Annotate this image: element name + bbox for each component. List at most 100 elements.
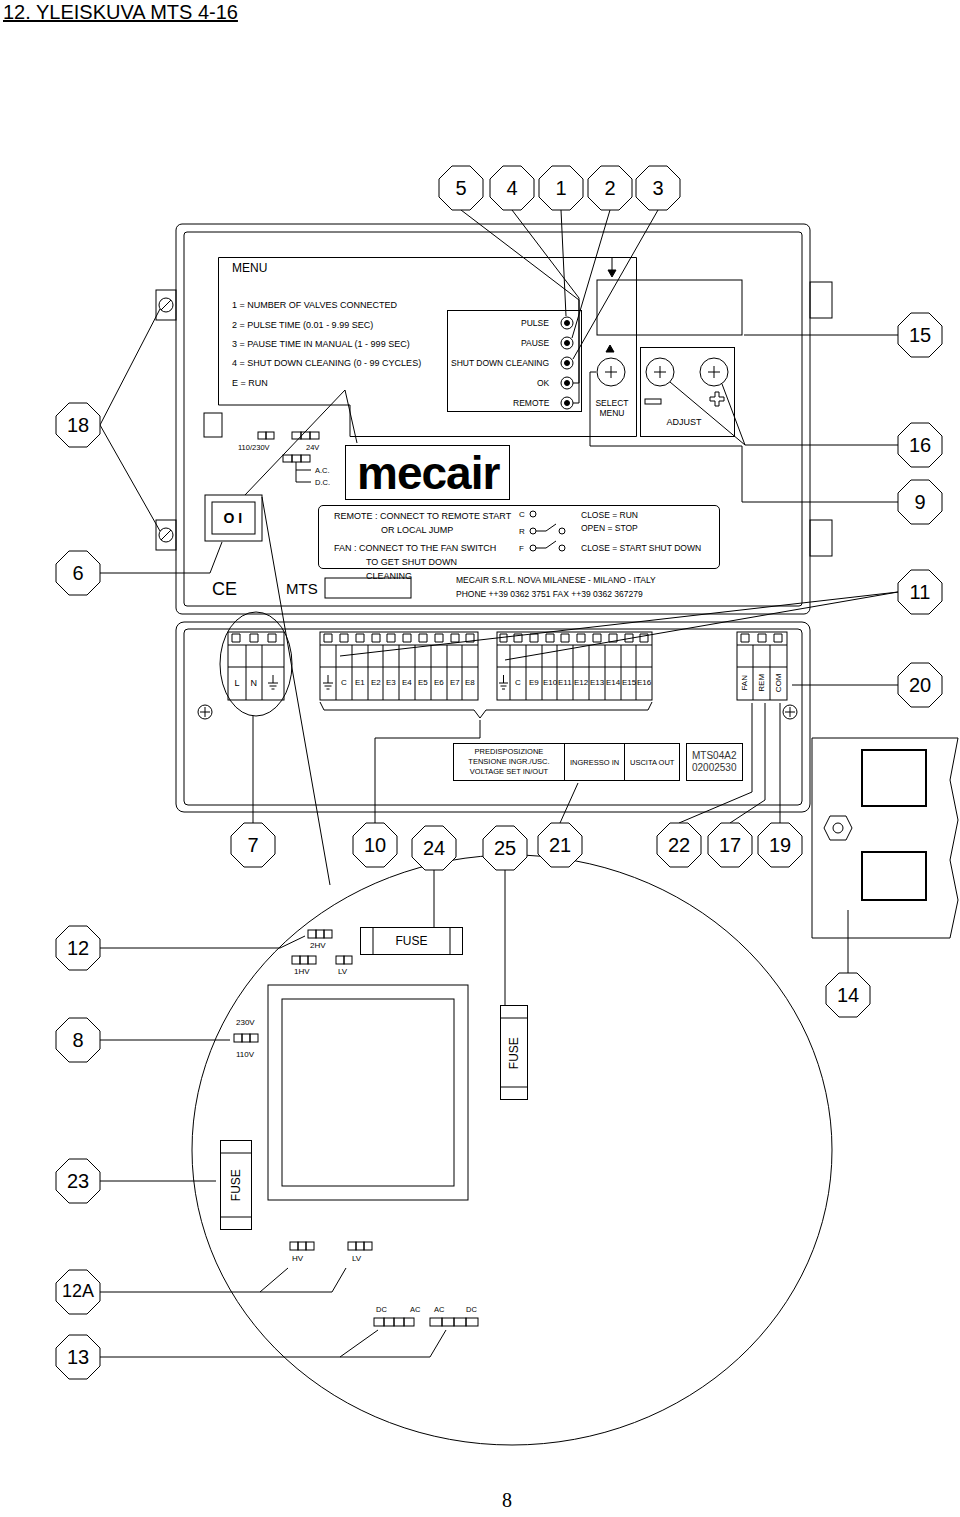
display-and-buttons <box>645 399 661 404</box>
callout-shape <box>412 826 456 870</box>
callout-shape <box>56 1018 100 1062</box>
callout-number: 12A <box>62 1281 94 1303</box>
instruction-text: REMOTE : CONNECT TO REMOTE START OR LOCA… <box>334 509 516 537</box>
zoom-circle <box>404 1318 414 1326</box>
housing <box>198 705 212 719</box>
callout-shape <box>539 166 583 210</box>
callout-number: 18 <box>67 413 89 437</box>
jumper-label: DC <box>376 1305 387 1314</box>
zoom-circle <box>336 956 344 964</box>
led-label: PULSE <box>521 318 549 328</box>
fuse: FUSE <box>220 1140 252 1230</box>
ground-symbol <box>499 675 508 689</box>
fuse: FUSE <box>360 927 463 955</box>
fuse-outline <box>373 928 450 954</box>
contact-symbol <box>530 545 536 551</box>
leader-line <box>780 703 781 823</box>
leader-line <box>679 703 752 823</box>
page-title: 12. YLEISKUVA MTS 4-16 <box>3 0 238 24</box>
housing <box>156 520 176 550</box>
terminal-label: REM <box>757 674 767 692</box>
jumper <box>301 455 310 462</box>
housing <box>156 224 832 812</box>
leader-line <box>100 1268 346 1292</box>
callout-number: 12 <box>67 936 89 960</box>
terminal-label: E1 <box>355 678 365 688</box>
leader-line <box>848 910 849 973</box>
led <box>561 337 573 349</box>
callout-number: 20 <box>909 673 931 697</box>
leader-line <box>100 542 222 573</box>
zoom-circle <box>308 930 316 938</box>
callout-shape <box>439 166 483 210</box>
fuse-outline <box>221 1153 251 1217</box>
zoom-circle <box>344 956 352 964</box>
terminal-label: C <box>515 678 521 688</box>
display-and-buttons <box>605 366 617 378</box>
housing <box>810 520 832 556</box>
housing <box>161 530 171 540</box>
jumper-label: 1HV <box>294 967 310 977</box>
terminal-strip <box>497 645 652 700</box>
zoom-circle <box>394 1318 404 1326</box>
jumper-label: 110/230V <box>238 443 270 452</box>
menu-text: MENU <box>232 261 267 275</box>
callout-shape <box>657 823 701 867</box>
housing <box>204 413 222 437</box>
housing <box>200 707 210 717</box>
switch-marking: O I <box>224 510 243 527</box>
terminal-label: E11 <box>558 678 572 688</box>
zoom-circle <box>292 956 300 964</box>
housing <box>159 298 173 312</box>
housing <box>783 705 797 719</box>
zoom-circle <box>306 1242 314 1250</box>
leader-line <box>100 936 305 948</box>
part-number-box: MTS04A202002530 <box>686 743 743 781</box>
callout-shape <box>826 973 870 1017</box>
ce-mark: CE <box>212 579 237 601</box>
contact-symbol <box>559 528 565 534</box>
contact-symbol <box>559 545 565 551</box>
callout-number: 2 <box>605 176 616 200</box>
housing <box>161 300 171 310</box>
led-label: SHUT DOWN CLEANING <box>451 358 549 368</box>
menu-text: 3 = PAUSE TIME IN MANUAL (1 - 999 SEC) <box>232 339 410 350</box>
power-switch <box>212 502 255 534</box>
callout-number: 16 <box>909 433 931 457</box>
housing <box>176 224 810 614</box>
terminal-label: FAN <box>740 675 750 691</box>
zoom-circle <box>290 1242 298 1250</box>
callout-shape <box>636 166 680 210</box>
led <box>561 397 573 409</box>
terminal-strip <box>324 634 474 642</box>
zoom-circle <box>324 930 332 938</box>
terminal-label: E10 <box>543 678 557 688</box>
display-and-buttons <box>597 358 625 386</box>
jumper <box>310 432 319 439</box>
jumper-label: 230V <box>236 1018 255 1028</box>
mounting-bracket <box>833 823 843 833</box>
terminal-label: E5 <box>418 678 428 688</box>
highlight-bracket <box>220 612 292 716</box>
zoom-circle <box>298 1242 306 1250</box>
callout-number: 8 <box>73 1028 84 1052</box>
zoom-circle <box>364 1242 372 1250</box>
terminal-label: E3 <box>386 678 396 688</box>
instruction-text: C <box>519 510 525 520</box>
callout-shape <box>898 570 942 614</box>
terminal-label: E12 <box>574 678 588 688</box>
logo-box: mecair <box>345 445 510 500</box>
fuse: FUSE <box>500 1005 528 1100</box>
contact-symbol <box>530 511 536 517</box>
callout-number: 7 <box>248 833 259 857</box>
led <box>565 321 570 326</box>
ground-symbol <box>323 675 333 689</box>
jumper <box>258 432 319 482</box>
jumper <box>283 455 292 462</box>
menu-text: E = RUN <box>232 378 268 389</box>
callout-shape <box>56 551 100 595</box>
display-and-buttons <box>710 392 724 406</box>
zoom-circle <box>316 930 324 938</box>
instruction-text: CLOSE = RUN <box>581 510 638 520</box>
jumper-label: DC <box>466 1305 477 1314</box>
